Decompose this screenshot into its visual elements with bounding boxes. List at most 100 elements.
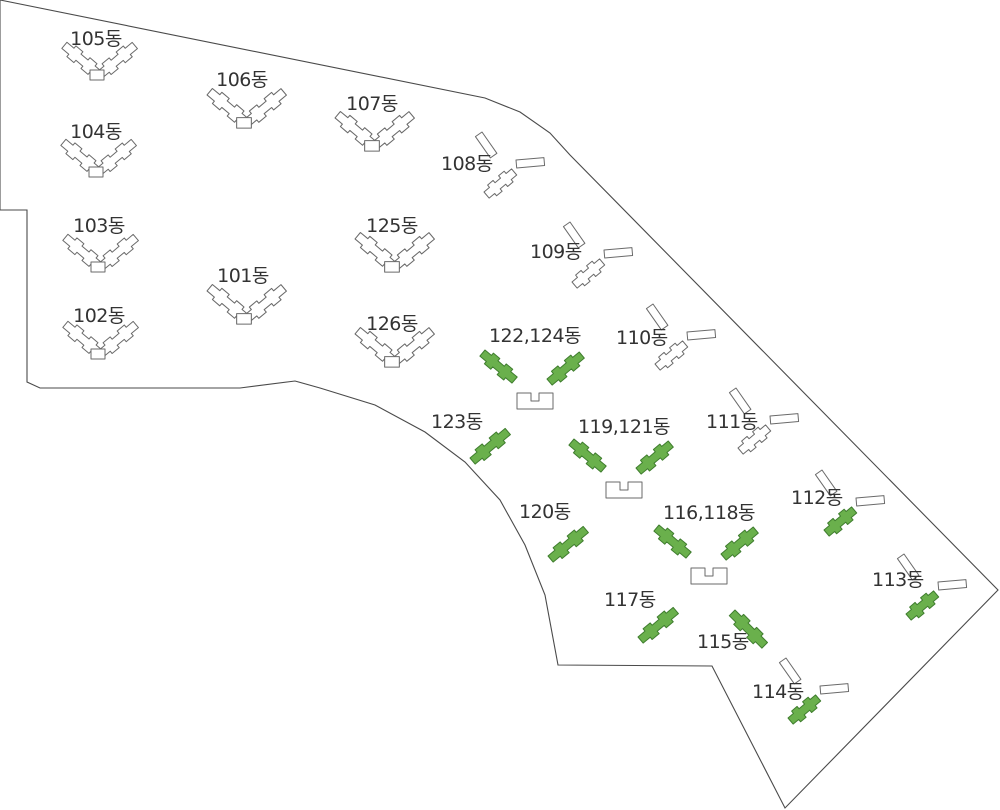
footprint-arm-left: [206, 87, 250, 127]
building-120[interactable]: 120동: [519, 501, 589, 563]
footprint-block-upper: [814, 469, 838, 497]
footprint-arm-right: [97, 233, 139, 271]
footprint-block-upper: [778, 657, 802, 685]
footprint-block-lower: [905, 590, 940, 621]
footprint-arm-left: [206, 283, 250, 323]
footprint-core: [605, 481, 643, 499]
footprint-arm-left: [334, 110, 378, 150]
footprint-block-upper: [474, 131, 498, 159]
building-114-label: 114동: [752, 681, 804, 703]
footprint-block-right: [769, 413, 800, 425]
footprint-arm-left: [479, 349, 518, 384]
building-119-121-label: 119,121동: [578, 416, 670, 438]
building-105[interactable]: 105동: [61, 28, 138, 81]
footprint-core: [89, 69, 105, 81]
building-116-118-footprint: [653, 524, 759, 585]
building-102-label: 102동: [73, 305, 125, 327]
building-107-footprint: [334, 110, 415, 152]
building-105-footprint: [61, 41, 138, 81]
footprint-arm-right: [95, 138, 137, 176]
footprint-arm-left: [568, 438, 607, 473]
footprint-block-upper: [728, 387, 752, 415]
building-123-footprint: [469, 427, 511, 465]
building-107-label: 107동: [346, 93, 398, 115]
building-107[interactable]: 107동: [334, 93, 415, 152]
footprint-block-right: [937, 579, 968, 591]
building-106-footprint: [206, 87, 287, 129]
building-122-124-footprint: [479, 349, 585, 410]
footprint-block-upper: [896, 553, 920, 581]
footprint-core: [236, 313, 252, 325]
footprint-arm-left: [60, 138, 102, 176]
footprint-bar: [728, 609, 768, 649]
footprint-core: [90, 348, 106, 360]
building-122-124-label: 122,124동: [489, 325, 581, 347]
building-114-footprint: [778, 657, 850, 725]
building-111-label: 111동: [706, 411, 758, 433]
building-108-label: 108동: [441, 153, 493, 175]
footprint-arm-left: [61, 41, 103, 79]
building-112-footprint: [814, 469, 886, 537]
footprint-block-right: [603, 247, 634, 259]
building-120-footprint: [547, 525, 589, 563]
building-113[interactable]: 113동: [872, 553, 968, 621]
footprint-block-upper: [562, 221, 586, 249]
building-126[interactable]: 126동: [354, 313, 435, 368]
building-117[interactable]: 117동: [604, 589, 679, 644]
building-106[interactable]: 106동: [206, 69, 287, 129]
footprint-arm-left: [62, 233, 104, 271]
footprint-arm-right: [635, 440, 674, 475]
building-106-label: 106동: [216, 69, 268, 91]
footprint-bar: [469, 427, 511, 465]
building-102[interactable]: 102동: [62, 305, 139, 360]
footprint-block-lower: [787, 694, 822, 725]
footprint-arm-right: [243, 284, 287, 323]
building-122-124[interactable]: 122,124동: [479, 325, 585, 410]
footprint-arm-right: [391, 232, 435, 271]
footprint-block-right: [819, 683, 850, 695]
footprint-core: [90, 261, 106, 273]
building-104[interactable]: 104동: [60, 121, 137, 178]
building-117-label: 117동: [604, 589, 656, 611]
building-101-footprint: [206, 283, 287, 325]
building-111[interactable]: 111동: [706, 387, 800, 455]
footprint-block-lower: [737, 424, 772, 455]
footprint-arm-right: [97, 320, 139, 358]
footprint-arm-right: [546, 351, 585, 386]
building-112[interactable]: 112동: [791, 469, 886, 537]
footprint-block-lower: [654, 340, 689, 371]
footprint-arm-left: [653, 524, 692, 559]
building-108[interactable]: 108동: [441, 131, 546, 199]
building-103-footprint: [62, 233, 139, 273]
building-123[interactable]: 123동: [431, 411, 511, 465]
building-116-118[interactable]: 116,118동: [653, 502, 759, 585]
footprint-block-lower: [571, 258, 606, 289]
building-117-footprint: [637, 606, 679, 644]
building-116-118-label: 116,118동: [663, 502, 755, 524]
building-125[interactable]: 125동: [354, 215, 435, 273]
building-101-label: 101동: [217, 265, 269, 287]
building-119-121[interactable]: 119,121동: [568, 416, 674, 499]
building-104-label: 104동: [70, 121, 122, 143]
building-103[interactable]: 103동: [62, 215, 139, 273]
footprint-core: [690, 567, 728, 585]
building-109[interactable]: 109동: [530, 221, 634, 289]
building-110[interactable]: 110동: [616, 303, 717, 371]
building-110-footprint: [645, 303, 717, 371]
footprint-bar: [547, 525, 589, 563]
building-114[interactable]: 114동: [752, 657, 850, 725]
footprint-arm-left: [354, 326, 398, 366]
footprint-arm-left: [354, 231, 398, 271]
building-112-label: 112동: [791, 487, 843, 509]
building-101[interactable]: 101동: [206, 265, 287, 325]
footprint-arm-left: [62, 320, 104, 358]
building-123-label: 123동: [431, 411, 483, 433]
building-103-label: 103동: [73, 215, 125, 237]
building-115[interactable]: 115동: [697, 609, 768, 653]
building-115-footprint: [728, 609, 768, 649]
building-126-label: 126동: [366, 313, 418, 335]
footprint-core: [384, 356, 400, 368]
footprint-arm-right: [720, 526, 759, 561]
footprint-core: [88, 166, 104, 178]
